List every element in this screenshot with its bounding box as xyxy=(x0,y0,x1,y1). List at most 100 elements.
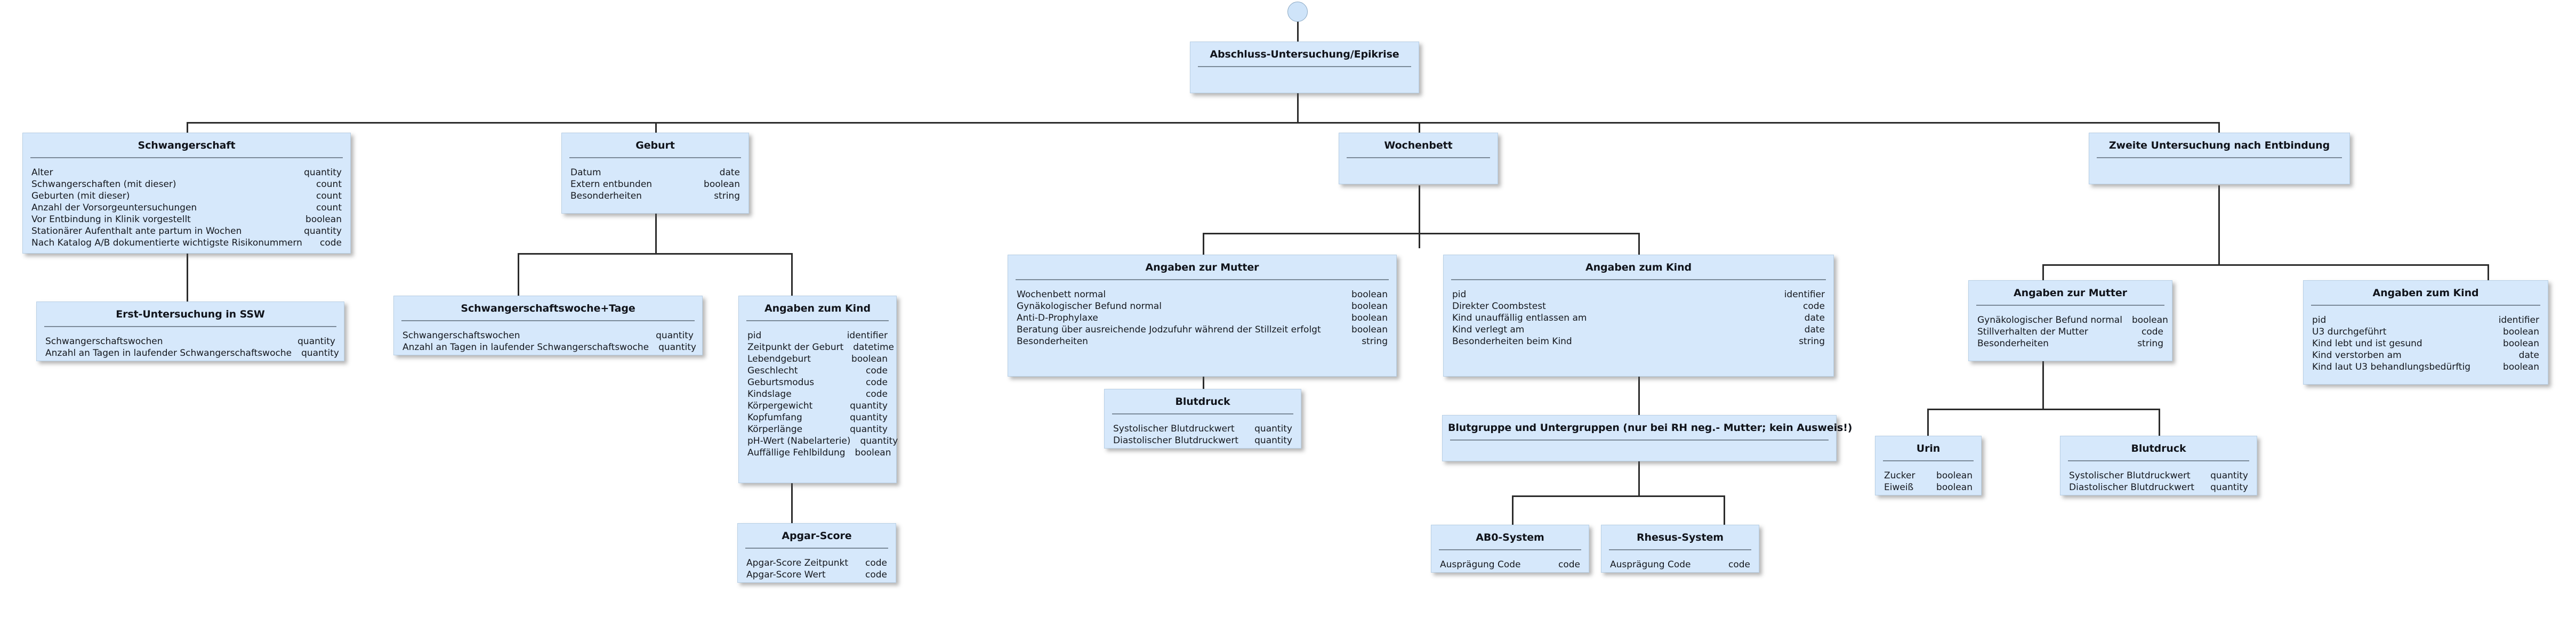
attribute-type: string xyxy=(1799,336,1825,347)
attribute-type: code xyxy=(866,389,888,400)
node-attributes: pid identifier U3 durchgeführt boolean Kin… xyxy=(2304,306,2548,379)
attribute-type: boolean xyxy=(1351,301,1388,312)
node-title: Angaben zum Kind xyxy=(1585,262,1692,273)
attribute-name: Gynäkologischer Befund normal xyxy=(1977,315,2122,325)
attribute-row: pH-Wert (Nabelarterie)quantity xyxy=(747,435,898,447)
edge-schwangerschaft-to-erst xyxy=(187,253,188,302)
node-abschluss-untersuchung-epikrise[interactable]: Abschluss-Untersuchung/Epikrise xyxy=(1190,42,1419,93)
edge-kind-to-apgar xyxy=(791,483,793,523)
attribute-type: quantity xyxy=(658,342,696,353)
attribute-row: Geburten (mit dieser)count xyxy=(31,190,342,202)
node-title: Angaben zum Kind xyxy=(764,303,871,314)
attribute-type: string xyxy=(2137,338,2163,349)
attribute-type: identifier xyxy=(1784,289,1825,300)
attribute-type: boolean xyxy=(704,179,740,190)
attribute-type: identifier xyxy=(2498,315,2539,325)
edge-to-wochenbett xyxy=(1419,122,1420,133)
node-rule xyxy=(746,320,889,321)
node-rule xyxy=(1016,279,1389,280)
node-blutgruppe-und-untergruppen[interactable]: Blutgruppe und Untergruppen (nur bei RH … xyxy=(1442,415,1853,461)
edge-wochenbett-bus xyxy=(1203,233,1638,234)
attribute-name: Nach Katalog A/B dokumentierte wichtigst… xyxy=(31,238,302,248)
attribute-row: pid identifier xyxy=(2312,314,2539,326)
node-rule xyxy=(30,157,343,158)
attribute-type: code xyxy=(1558,559,1580,570)
edge-wochenbett-down xyxy=(1419,185,1420,248)
attribute-type: boolean xyxy=(1936,470,1973,481)
attribute-name: Kind verlegt am xyxy=(1452,324,1525,335)
attribute-type: date xyxy=(719,167,740,178)
node-rule xyxy=(1609,549,1751,550)
attribute-row: Beratung über ausreichende Jodzufuhr wäh… xyxy=(1017,324,1388,336)
attribute-type: boolean xyxy=(855,447,891,458)
node-rule xyxy=(44,326,336,327)
node-zweite-untersuchung-nach-entbindung[interactable]: Zweite Untersuchung nach Entbindung xyxy=(2089,133,2350,184)
node-angaben-zur-mutter-zweite-untersuchung[interactable]: Angaben zur Mutter Gynäkologischer Befun… xyxy=(1968,280,2172,361)
node-title: Blutdruck xyxy=(2131,443,2186,454)
attribute-row: Schwangerschaften (mit dieser)count xyxy=(31,178,342,190)
attribute-type: count xyxy=(316,191,342,201)
attribute-name: Systolischer Blutdruckwert xyxy=(2069,470,2191,481)
attribute-name: Schwangerschaftswochen xyxy=(402,330,520,341)
attribute-name: U3 durchgeführt xyxy=(2312,327,2387,337)
attribute-name: Apgar-Score Wert xyxy=(746,569,826,580)
edge-to-abo xyxy=(1512,495,1514,525)
node-schwangerschaftswoche-tage[interactable]: Schwangerschaftswoche+Tage Schwangerscha… xyxy=(393,296,703,355)
node-title: Blutgruppe und Untergruppen (nur bei RH … xyxy=(1448,422,1853,434)
node-rule xyxy=(2097,157,2342,158)
edge-zu-mutter-bus xyxy=(1927,409,2160,410)
node-title: Blutdruck xyxy=(1175,396,1230,408)
attribute-type: quantity xyxy=(2210,470,2248,481)
attribute-name: Körperlänge xyxy=(747,424,803,435)
node-title: Erst-Untersuchung in SSW xyxy=(116,308,265,320)
edge-level1-bus xyxy=(187,122,2219,124)
attribute-type: date xyxy=(1804,324,1825,335)
attribute-name: Eiweiß xyxy=(1884,482,1914,493)
attribute-type: string xyxy=(1362,336,1388,347)
attribute-type: boolean xyxy=(2503,362,2539,372)
node-title: Zweite Untersuchung nach Entbindung xyxy=(2108,140,2330,151)
edge-blutgruppe-down xyxy=(1638,461,1640,496)
attribute-row: Kind verlegt am date xyxy=(1452,324,1825,336)
node-wochenbett[interactable]: Wochenbett xyxy=(1339,133,1498,184)
edge-to-geburt xyxy=(655,122,657,133)
attribute-name: pid xyxy=(2312,315,2327,325)
attribute-name: Vor Entbindung in Klinik vorgestellt xyxy=(31,214,191,225)
attribute-name: Direkter Coombstest xyxy=(1452,301,1546,312)
edge-to-schwangerschaft xyxy=(187,122,188,133)
node-blutdruck-zweite-untersuchung[interactable]: Blutdruck Systolischer Blutdruckwert quan… xyxy=(2060,436,2257,495)
node-erst-untersuchung-in-ssw[interactable]: Erst-Untersuchung in SSW Schwangerschaft… xyxy=(36,302,344,361)
attribute-name: Datum xyxy=(570,167,601,178)
attribute-name: Anzahl an Tagen in laufender Schwangersc… xyxy=(45,348,292,359)
attribute-type: date xyxy=(2518,350,2539,361)
edge-wb-mutter-to-blutdruck xyxy=(1203,377,1204,389)
attribute-name: Diastolischer Blutdruckwert xyxy=(2069,482,2195,493)
